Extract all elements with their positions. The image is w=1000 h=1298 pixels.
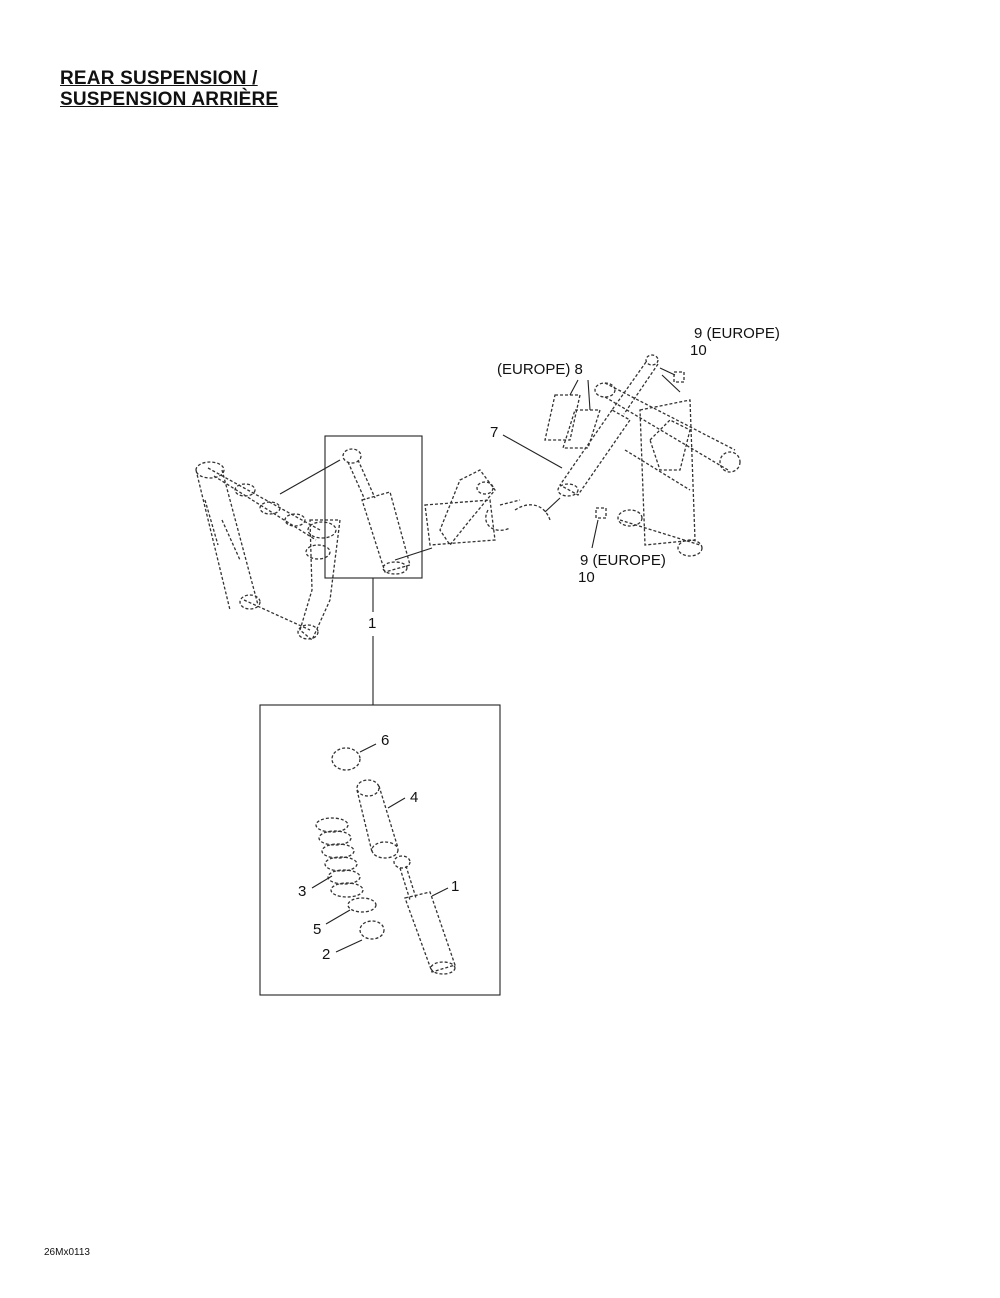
rear-suspension-frame-right bbox=[594, 382, 741, 557]
leader-1 bbox=[431, 887, 449, 897]
adjuster-nut-2 bbox=[359, 920, 385, 940]
spring-stopper-6 bbox=[331, 747, 361, 771]
leader-arrow-frame bbox=[279, 459, 341, 495]
shock-absorber-7 bbox=[557, 354, 659, 497]
leader-2 bbox=[335, 939, 363, 953]
callout-7: 7 bbox=[490, 424, 499, 441]
callout-1: 1 bbox=[451, 878, 460, 895]
callout-3: 3 bbox=[298, 883, 307, 900]
bushing-9-bottom bbox=[595, 507, 607, 519]
bumper-4 bbox=[356, 779, 399, 859]
leader-8 bbox=[569, 379, 591, 411]
leader-9-top bbox=[659, 367, 681, 393]
callout-5: 5 bbox=[313, 921, 322, 938]
rear-suspension-frame-left bbox=[195, 461, 341, 642]
shock-absorber-1 bbox=[393, 855, 456, 975]
leader-6 bbox=[359, 743, 377, 753]
shock-absorber-assembly-1 bbox=[342, 448, 411, 575]
bushing-9-top bbox=[673, 371, 685, 383]
spring-3 bbox=[315, 817, 364, 898]
detail-box-exploded bbox=[259, 704, 501, 996]
washer-5 bbox=[347, 897, 377, 913]
callout-1-box: 1 bbox=[368, 615, 377, 632]
callout-8: (EUROPE) 8 bbox=[497, 361, 583, 378]
callout-6: 6 bbox=[381, 732, 390, 749]
callout-2: 2 bbox=[322, 946, 331, 963]
callout-9-top: 9 (EUROPE) bbox=[694, 325, 780, 342]
leader-arrow-bracket bbox=[394, 547, 433, 561]
title-french: SUSPENSION ARRIÈRE bbox=[60, 89, 279, 110]
leader-3 bbox=[311, 875, 333, 889]
title-english: REAR SUSPENSION / bbox=[60, 68, 258, 89]
callout-10-top: 10 bbox=[690, 342, 707, 359]
callout-4: 4 bbox=[410, 789, 419, 806]
leader-9-mid bbox=[591, 519, 599, 549]
leader-7 bbox=[502, 434, 563, 469]
leader-4 bbox=[387, 797, 406, 809]
figure-code: 26Mx0113 bbox=[44, 1247, 90, 1258]
shock-mounting-bracket bbox=[424, 469, 551, 547]
leader-arrow-shock7 bbox=[544, 497, 561, 513]
leader-5 bbox=[325, 909, 351, 925]
decal-8 bbox=[544, 394, 601, 449]
callout-9-mid: 9 (EUROPE) bbox=[580, 552, 666, 569]
page-title: REAR SUSPENSION / SUSPENSION ARRIÈRE bbox=[60, 68, 278, 110]
callout-10-mid: 10 bbox=[578, 569, 595, 586]
